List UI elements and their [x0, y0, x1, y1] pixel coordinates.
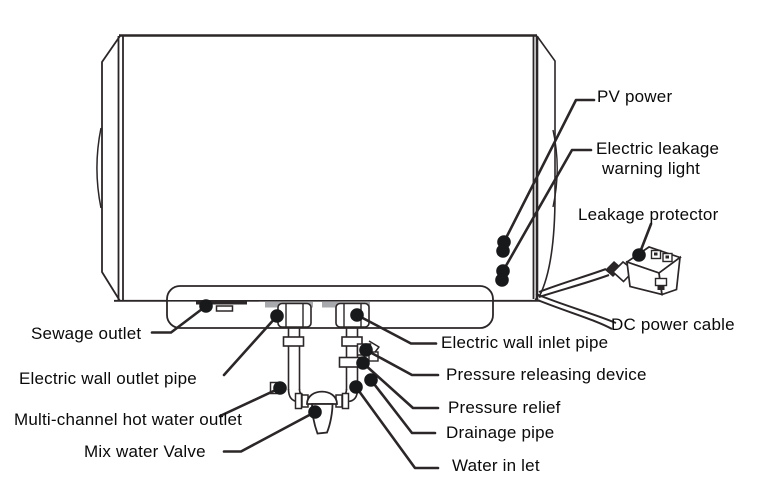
dot-mix-water-valve [308, 405, 322, 419]
valve-dome [306, 390, 338, 405]
leader-multi-channel [218, 386, 282, 418]
leader-drainage-pipe [369, 378, 437, 435]
dc-power-cable-line [535, 293, 617, 324]
label-electric-wall-outlet-pipe: Electric wall outlet pipe [19, 369, 197, 388]
leakage-protector-device [605, 246, 682, 296]
leader-water-inlet [354, 385, 440, 470]
label-water-inlet: Water in let [452, 456, 540, 475]
tank-body [114, 34, 540, 302]
leader-electric-wall-outlet-pipe [222, 314, 279, 377]
power-cables [534, 268, 617, 330]
leader-sewage-outlet [150, 304, 208, 334]
dot-sewage-outlet [199, 299, 213, 313]
leader-mix-water-valve [222, 410, 317, 453]
label-dc-power-cable: DC power cable [611, 315, 735, 334]
dot-leakage-protector [632, 248, 646, 262]
label-electric-leakage-warning-light: Electric leakage warning light [596, 139, 719, 179]
leader-pv-power [502, 98, 596, 244]
protector-clip [654, 277, 668, 287]
cable-nut [605, 261, 622, 277]
mix-valve [294, 390, 350, 435]
label-pressure-relief: Pressure relief [448, 398, 561, 417]
bottom-panel [166, 285, 494, 329]
label-electric-wall-inlet-pipe: Electric wall inlet pipe [441, 333, 609, 352]
label-electric-leakage-line2: warning light [602, 159, 701, 178]
label-sewage-outlet: Sewage outlet [31, 324, 142, 343]
leader-lines [150, 98, 653, 470]
label-pv-power: PV power [597, 87, 673, 106]
tank-right-end-cap [536, 35, 558, 298]
leader-electric-leakage [501, 148, 593, 273]
dot-multi-channel [273, 381, 287, 395]
leader-pressure-releasing-device [364, 348, 440, 377]
dot-water-inlet [349, 380, 363, 394]
label-drainage-pipe: Drainage pipe [446, 423, 555, 442]
label-mix-water-valve: Mix water Valve [84, 442, 206, 461]
label-leakage-protector: Leakage protector [578, 205, 719, 224]
label-multi-channel-hot-water-outlet: Multi-channel hot water outlet [14, 410, 243, 429]
leader-pressure-relief [361, 361, 440, 410]
callout-dots [199, 235, 646, 419]
dot-pressure-relief [356, 356, 370, 370]
label-electric-leakage-line1: Electric leakage [596, 139, 720, 158]
label-pressure-releasing-device: Pressure releasing device [446, 365, 647, 384]
dot-electric-wall-inlet-pipe [350, 308, 364, 322]
leader-electric-wall-inlet-pipe [355, 313, 438, 345]
dot-pressure-releasing-device [359, 343, 373, 357]
dot-drainage-pipe [364, 373, 378, 387]
tank-left-end-cap [96, 35, 121, 302]
dot-electric-wall-outlet-pipe [270, 309, 284, 323]
